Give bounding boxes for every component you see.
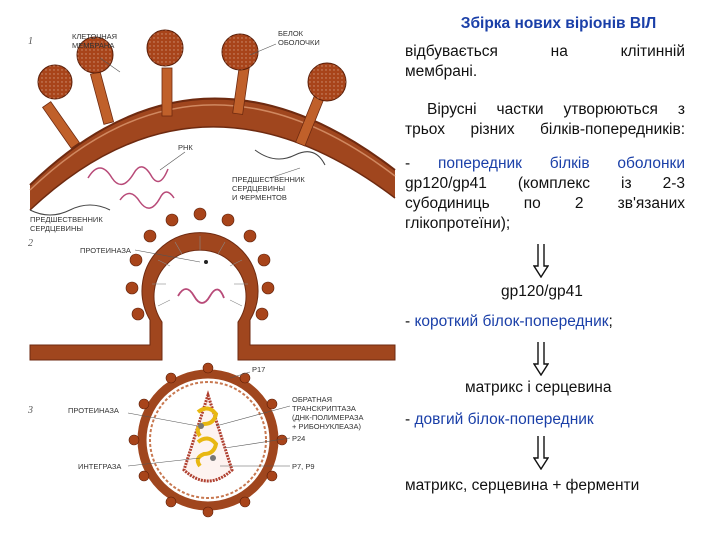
item1-line2: субодиниць по 2 зв'язаних bbox=[405, 195, 685, 212]
para1-line1: Вірусні частки утворюються з bbox=[427, 101, 685, 118]
item2-heading: - короткий білок-попередник; bbox=[405, 312, 613, 331]
precursor-core-2 bbox=[254, 149, 326, 166]
result1: gp120/gp41 bbox=[501, 283, 583, 300]
protease-dot-2 bbox=[204, 260, 208, 264]
title-word-2: на bbox=[550, 43, 568, 60]
item3-heading: - довгий білок-попередник bbox=[405, 410, 594, 429]
label-protease-3: ПРОТЕИНАЗА bbox=[68, 406, 119, 415]
title-word-1: відбувається bbox=[405, 43, 498, 60]
text-panel: Збірка нових віріонів ВІЛ відбувається н… bbox=[405, 0, 690, 540]
item3-blue: довгий білок-попередник bbox=[414, 411, 594, 428]
rna-strand-1 bbox=[87, 166, 169, 186]
label-line-protease-2 bbox=[134, 249, 201, 263]
envelope-protein-3 bbox=[146, 29, 184, 117]
result2: матрикс і серцевина bbox=[465, 379, 612, 396]
stage3-label-lines bbox=[127, 371, 291, 467]
label-envelope-protein-1: БЕЛОК bbox=[278, 29, 304, 38]
item1-dash: - bbox=[405, 155, 438, 172]
stage-number-1: 1 bbox=[28, 36, 33, 47]
envelope-protein-2 bbox=[76, 36, 115, 125]
label-precursor-core-enzymes-3: И ФЕРМЕНТОВ bbox=[232, 193, 287, 202]
stage-number-2: 2 bbox=[28, 238, 33, 249]
item2-dash: - bbox=[405, 313, 415, 330]
label-rna: РНК bbox=[178, 143, 193, 152]
down-arrow-icon-1 bbox=[533, 244, 549, 278]
title-continuation: відбувається на клітинній bbox=[405, 42, 685, 61]
envelope-protein-4 bbox=[221, 33, 259, 115]
para1-line2: трьох різних білків-попередників: bbox=[405, 121, 685, 138]
label-p17: p17 bbox=[252, 365, 265, 374]
item1-heading: - попередник білків оболонки bbox=[405, 154, 685, 173]
label-precursor-core-enzymes-2: СЕРДЦЕВИНЫ bbox=[232, 184, 285, 193]
envelope-protein-1 bbox=[37, 64, 80, 149]
enzyme-dot-1 bbox=[198, 423, 204, 429]
label-reverse-transcriptase-4: + РИБОНУКЛЕАЗА) bbox=[292, 422, 361, 431]
cell-membrane bbox=[29, 97, 396, 211]
title-line-3: мембрані. bbox=[405, 63, 478, 80]
label-line-membrane bbox=[99, 57, 121, 73]
label-precursor-core-enzymes-1: ПРЕДШЕСТВЕННИК bbox=[232, 175, 305, 184]
label-line-envelope bbox=[249, 43, 277, 56]
label-reverse-transcriptase-2: ТРАНСКРИПТАЗА bbox=[292, 404, 356, 413]
rna-strand-2 bbox=[119, 191, 175, 209]
label-envelope-protein-2: ОБОЛОЧКИ bbox=[278, 38, 320, 47]
label-line-prec bbox=[269, 167, 301, 179]
budding-rna bbox=[177, 288, 225, 304]
label-line-rnk bbox=[159, 151, 186, 171]
label-cell-membrane-2: МЕМБРАНА bbox=[72, 41, 114, 50]
item1-blue: попередник білків оболонки bbox=[437, 155, 685, 172]
precursor-core-1 bbox=[29, 204, 111, 216]
title-word-3: клітинній bbox=[620, 43, 685, 60]
item1-line3: глікопротеїни); bbox=[405, 215, 511, 232]
rna-yellow-1 bbox=[195, 406, 219, 438]
label-precursor-core-2: СЕРДЦЕВИНЫ bbox=[30, 224, 83, 233]
rna-yellow-2 bbox=[195, 436, 219, 468]
down-arrow-icon-3 bbox=[533, 436, 549, 470]
label-p7p9: p7, p9 bbox=[292, 462, 315, 471]
budding-core-radials bbox=[152, 236, 248, 307]
label-cell-membrane-1: КЛЕТОЧНАЯ bbox=[72, 32, 117, 41]
down-arrow-icon-2 bbox=[533, 342, 549, 376]
budding-spikes bbox=[125, 207, 275, 321]
label-precursor-core-1: ПРЕДШЕСТВЕННИК bbox=[30, 215, 103, 224]
page-title: Збірка нових віріонів ВІЛ bbox=[460, 15, 657, 32]
envelope-protein-5 bbox=[295, 62, 347, 147]
enzyme-dot-2 bbox=[210, 455, 216, 461]
mature-spikes bbox=[128, 362, 288, 518]
label-integrase: ИНТЕГРАЗА bbox=[78, 462, 121, 471]
item1-line1: gp120/gp41 (комплекс із 2-3 bbox=[405, 175, 685, 192]
stage-number-3: 3 bbox=[27, 405, 33, 416]
label-p24: p24 bbox=[292, 434, 305, 443]
label-reverse-transcriptase-3: (ДНК-ПОЛИМЕРАЗА bbox=[292, 413, 364, 422]
hiv-assembly-diagram: 1 КЛЕТОЧНАЯ МЕМБРАНА БЕЛОК ОБО bbox=[27, 29, 396, 518]
label-protease-2: ПРОТЕИНАЗА bbox=[80, 246, 131, 255]
item3-dash: - bbox=[405, 411, 415, 428]
result3: матрикс, серцевина + ферменти bbox=[405, 477, 640, 494]
item2-blue: короткий білок-попередник bbox=[414, 313, 609, 330]
item2-end: ; bbox=[608, 313, 613, 330]
budding-virion bbox=[29, 232, 396, 361]
label-reverse-transcriptase-1: ОБРАТНАЯ bbox=[292, 395, 332, 404]
